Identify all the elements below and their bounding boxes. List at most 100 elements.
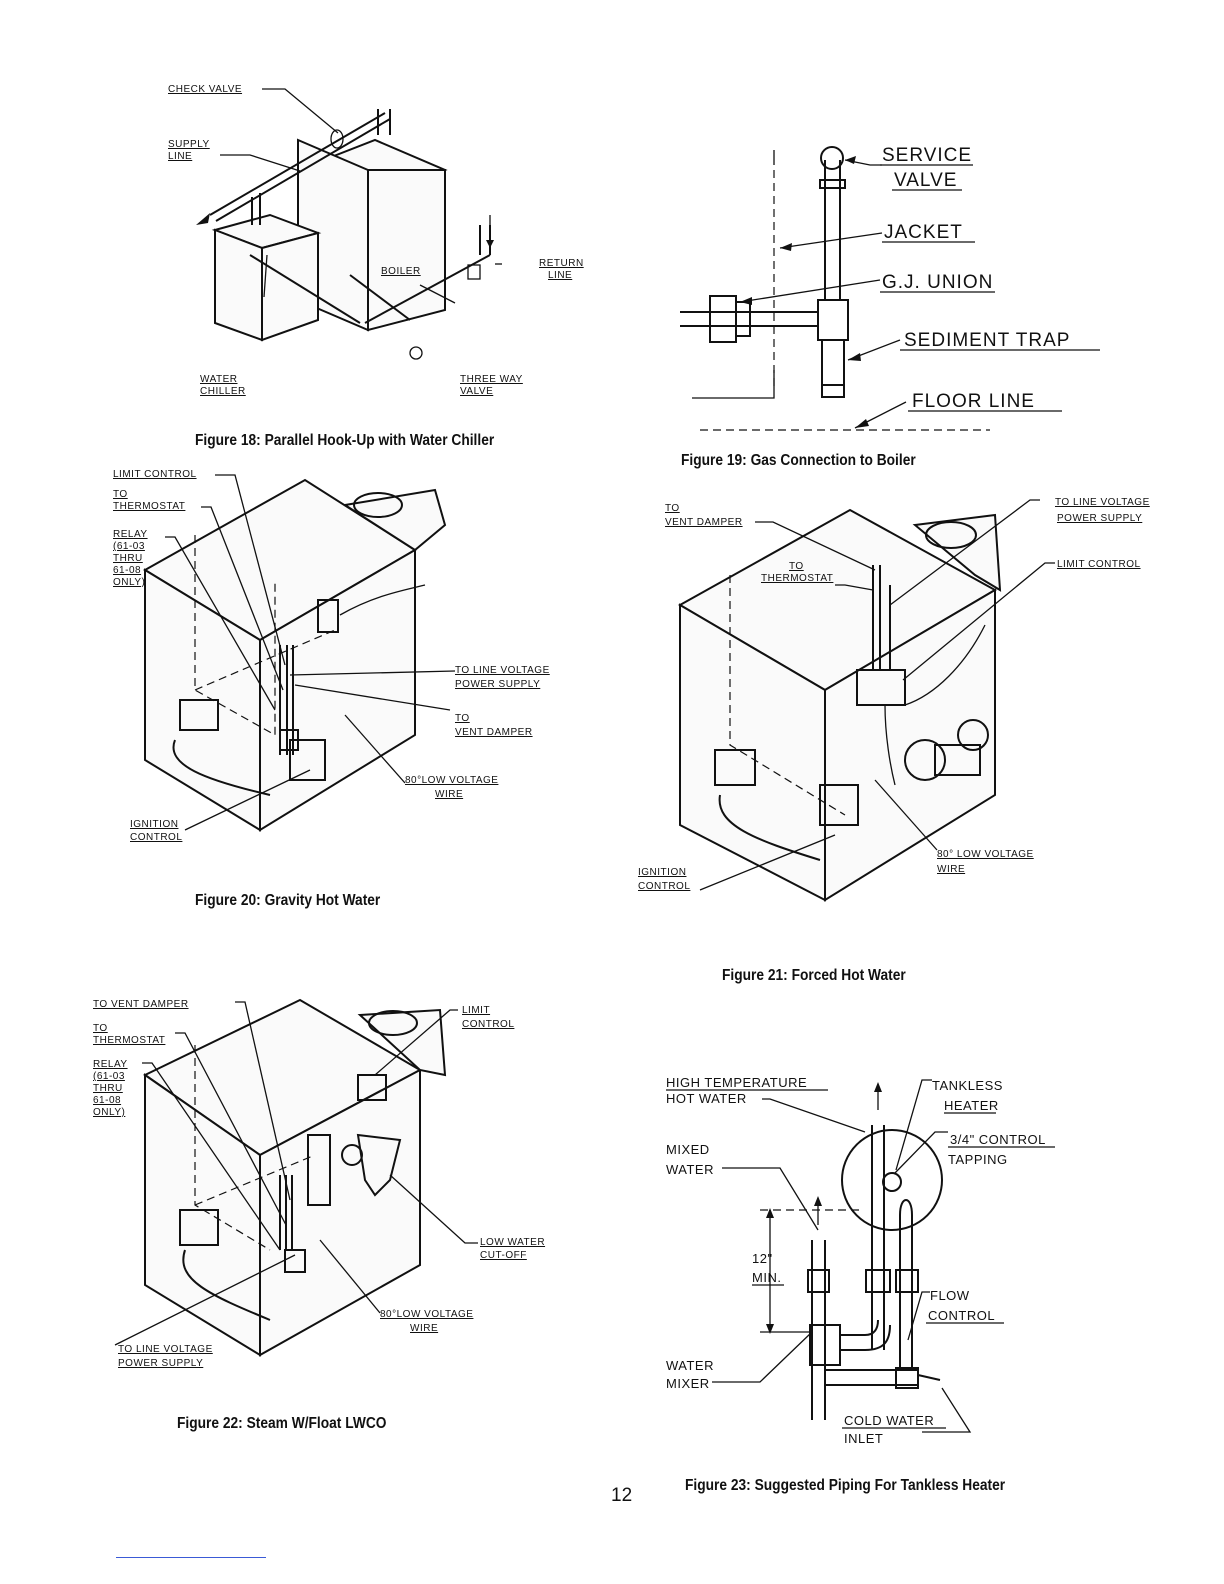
relay-label-5: ONLY)	[93, 1107, 125, 1118]
low-voltage-label-1: 80° LOW VOLTAGE	[937, 849, 1034, 860]
limit-control-label: LIMIT CONTROL	[113, 469, 197, 480]
three-way-valve-label-1: THREE WAY	[460, 374, 523, 385]
to-vent-damper-label-2: VENT DAMPER	[665, 517, 743, 528]
gas-valve-icon	[179, 1209, 219, 1246]
boiler-cabinet	[143, 998, 447, 1357]
service-valve-icon	[820, 146, 844, 170]
tankless-heater-label-1: TANKLESS	[932, 1078, 1003, 1093]
to-thermostat-label-2: THERMOSTAT	[761, 573, 833, 584]
line-voltage-label-1: TO LINE VOLTAGE	[118, 1344, 213, 1355]
dimension-label-1: 12"	[752, 1251, 773, 1266]
figure-23-caption: Figure 23: Suggested Piping For Tankless…	[685, 1477, 1006, 1494]
three-way-valve-icon	[409, 346, 423, 360]
vent-damper-label-2: VENT DAMPER	[455, 727, 533, 738]
figure-22-diagram: TO VENT DAMPER TO THERMOSTAT RELAY (61-0…	[93, 998, 545, 1369]
gj-union-icon	[709, 295, 737, 343]
three-way-valve-label-2: VALVE	[460, 386, 493, 397]
control-tapping-label-2: TAPPING	[948, 1152, 1008, 1167]
tankless-heater-label-2: HEATER	[944, 1098, 999, 1113]
to-vent-damper-label-1: TO	[665, 503, 680, 514]
line-voltage-label-1: TO LINE VOLTAGE	[1055, 497, 1150, 508]
to-thermostat-label-2: THERMOSTAT	[93, 1035, 165, 1046]
flue-collar-icon	[368, 1010, 418, 1036]
figure-21-caption: Figure 21: Forced Hot Water	[722, 967, 906, 984]
figure-23-diagram: HIGH TEMPERATURE HOT WATER TANKLESS HEAT…	[666, 1075, 1055, 1446]
figure-20-diagram: LIMIT CONTROL TO THERMOSTAT RELAY (61-03…	[113, 469, 550, 843]
limit-control-label-1: LIMIT	[462, 1005, 490, 1016]
figure-22-caption: Figure 22: Steam W/Float LWCO	[177, 1415, 387, 1432]
supply-line-pipe	[196, 109, 391, 225]
flow-control-label-1: FLOW	[930, 1288, 970, 1303]
figure-18-diagram: CHECK VALVE SUPPLY LINE BOILER RETURN LI…	[168, 84, 584, 397]
ignition-control-label-2: CONTROL	[130, 832, 182, 843]
relay-label-5: ONLY)	[113, 577, 145, 588]
limit-control-label-2: CONTROL	[462, 1019, 514, 1030]
to-thermostat-label-1: TO	[789, 561, 804, 572]
service-label: SERVICE	[882, 145, 972, 166]
sight-glass-icon	[307, 1134, 331, 1206]
hot-water-flow-arrow	[874, 1082, 882, 1092]
mixed-water-label-2: WATER	[666, 1162, 714, 1177]
water-mixer-label-2: MIXER	[666, 1376, 710, 1391]
relay-icon	[284, 1249, 306, 1273]
jacket-label: JACKET	[884, 222, 963, 243]
relay-label-1: RELAY	[113, 529, 148, 540]
page-number: 12	[611, 1485, 633, 1506]
supply-line-label-1: SUPPLY	[168, 139, 210, 150]
gas-valve-icon	[714, 749, 756, 786]
boiler-label: BOILER	[381, 266, 421, 277]
figure-20-caption: Figure 20: Gravity Hot Water	[195, 892, 381, 909]
flow-arrow-icon	[196, 213, 210, 225]
low-voltage-label-1: 80°LOW VOLTAGE	[380, 1309, 473, 1320]
vent-damper-label-1: TO	[455, 713, 470, 724]
water-chiller-label-1: WATER	[200, 374, 238, 385]
flue-collar-icon	[353, 492, 403, 518]
ignition-control-label-2: CONTROL	[638, 881, 690, 892]
relay-label-3: THRU	[113, 553, 143, 564]
low-water-cutoff-label-2: CUT-OFF	[480, 1250, 527, 1261]
relay-label-3: THRU	[93, 1083, 123, 1094]
check-valve-label: CHECK VALVE	[168, 84, 242, 95]
to-thermostat-label-2: THERMOSTAT	[113, 501, 185, 512]
line-voltage-label-2: POWER SUPPLY	[118, 1358, 203, 1369]
limit-control-box	[357, 1074, 387, 1101]
valve-label: VALVE	[894, 170, 957, 191]
low-voltage-label-2: WIRE	[435, 789, 463, 800]
control-tapping-label-1: 3/4" CONTROL	[950, 1132, 1046, 1147]
figure-19-diagram: SERVICE VALVE JACKET G.J. UNION SEDIMENT…	[680, 145, 1100, 431]
ignition-control-label-1: IGNITION	[130, 819, 178, 830]
boiler-cabinet	[677, 508, 1002, 902]
flue-collar-icon	[925, 521, 977, 549]
to-vent-damper-label: TO VENT DAMPER	[93, 999, 189, 1010]
water-chiller-cabinet	[211, 213, 322, 342]
relay-label-2: (61-03	[93, 1071, 125, 1082]
water-chiller-label-2: CHILLER	[200, 386, 246, 397]
figure-21-diagram: TO VENT DAMPER TO LINE VOLTAGE POWER SUP…	[638, 497, 1150, 902]
line-voltage-label-2: POWER SUPPLY	[1057, 513, 1142, 524]
tankless-heater-plate	[841, 1129, 943, 1231]
ignition-module-icon	[819, 784, 859, 826]
footer-rule	[116, 1557, 266, 1558]
dimension-label-2: MIN.	[752, 1270, 781, 1285]
relay-label-1: RELAY	[93, 1059, 128, 1070]
relay-label-4: 61-08	[113, 565, 141, 576]
high-temp-label-2: HOT WATER	[666, 1091, 747, 1106]
check-valve-icon	[330, 129, 344, 149]
return-valve-icon	[467, 264, 481, 280]
floor-line-label: FLOOR LINE	[912, 391, 1035, 412]
gj-union-label: G.J. UNION	[882, 272, 993, 293]
return-line-label-1: RETURN	[539, 258, 584, 269]
ignition-module-icon	[289, 739, 326, 781]
mixed-water-flow-arrow	[814, 1196, 822, 1206]
mixed-water-label-1: MIXED	[666, 1142, 710, 1157]
relay-label-2: (61-03	[113, 541, 145, 552]
low-water-cutoff-label-1: LOW WATER	[480, 1237, 545, 1248]
to-thermostat-label-1: TO	[113, 489, 128, 500]
flow-control-label-2: CONTROL	[928, 1308, 995, 1323]
line-voltage-label-1: TO LINE VOLTAGE	[455, 665, 550, 676]
low-water-cutoff-icon	[356, 1133, 402, 1197]
supply-line-label-2: LINE	[168, 151, 192, 162]
water-mixer-icon	[809, 1324, 841, 1366]
line-voltage-label-2: POWER SUPPLY	[455, 679, 540, 690]
return-line-label-2: LINE	[548, 270, 572, 281]
